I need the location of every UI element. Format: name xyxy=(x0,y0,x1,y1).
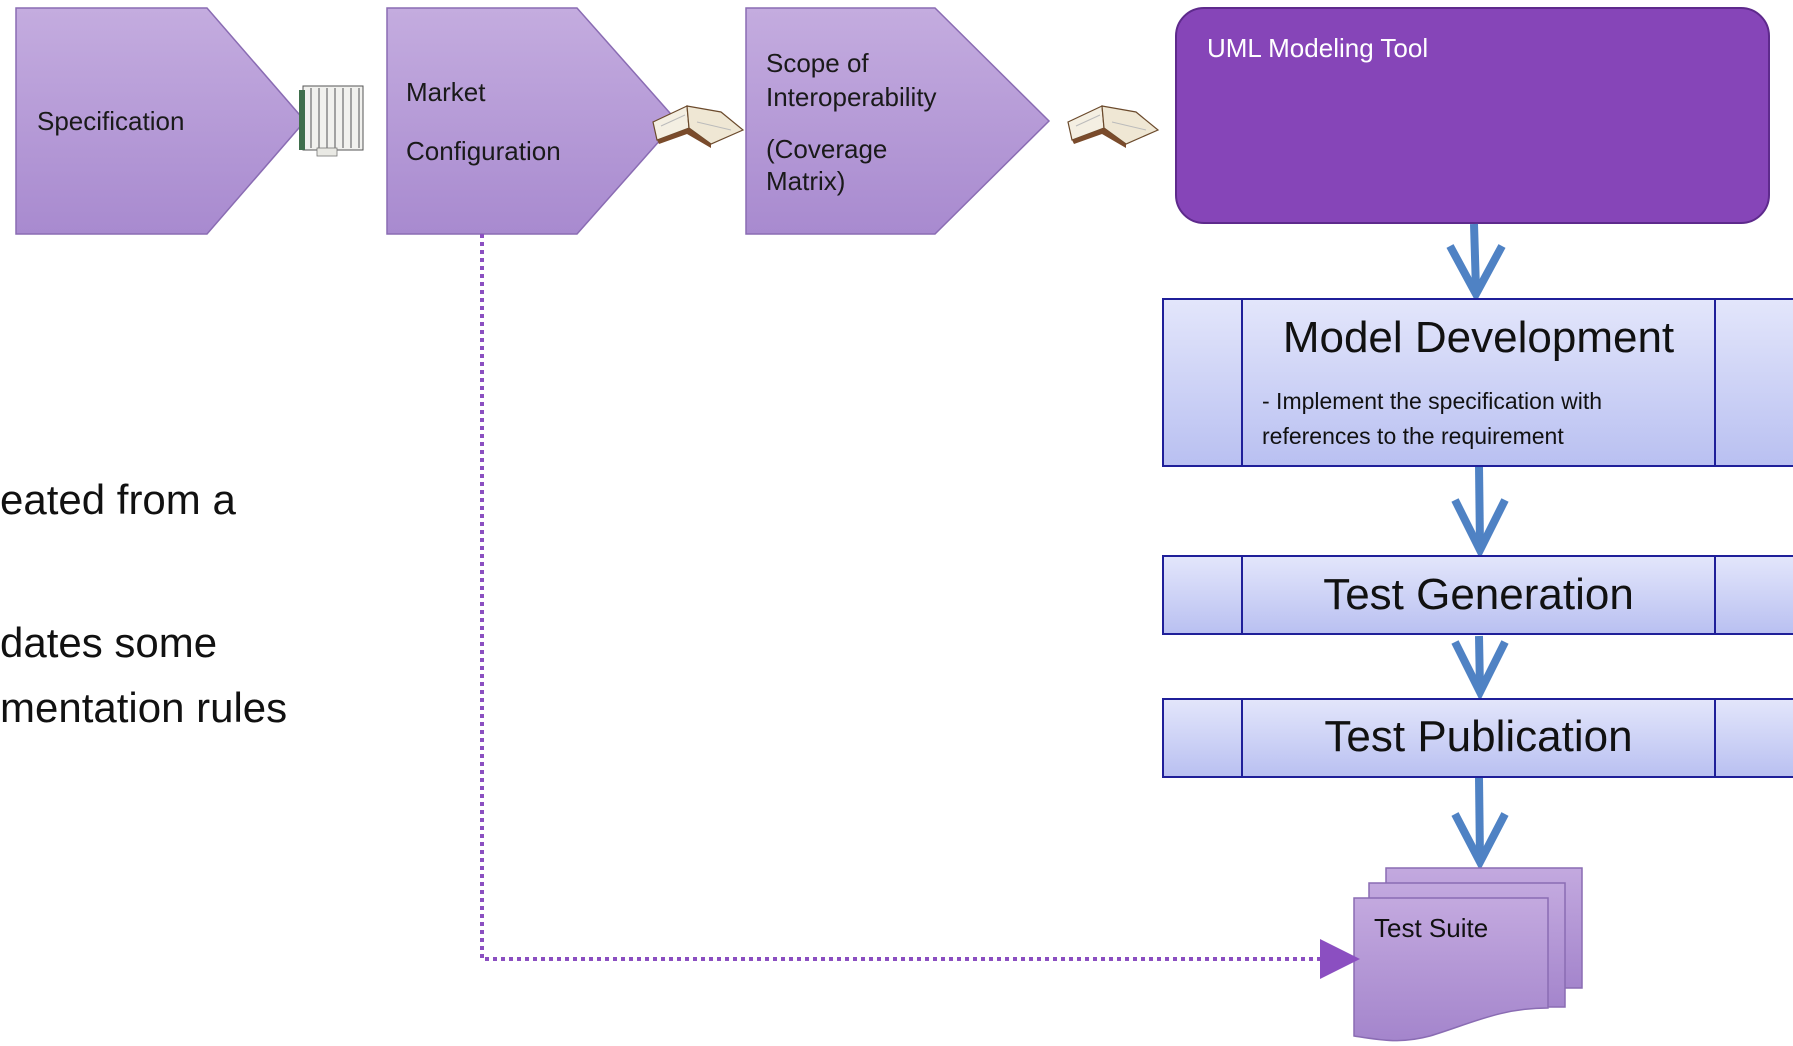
arrow-down-3 xyxy=(1475,635,1484,691)
arrow-head-3 xyxy=(1451,640,1509,701)
model-development-desc-1: - Implement the specification with xyxy=(1262,388,1603,414)
arrow-down-1 xyxy=(1470,223,1480,291)
uml-modeling-tool-box xyxy=(1175,7,1770,224)
market-label-line-2: Configuration xyxy=(406,136,561,166)
uml-tool-title: UML Modeling Tool xyxy=(1207,33,1429,63)
scope-label-line-4: Matrix) xyxy=(766,166,846,196)
model-development-box xyxy=(1162,298,1793,467)
test-generation-title: Test Generation xyxy=(1323,570,1634,619)
arrow-down-4 xyxy=(1475,777,1484,861)
book-stack-icon xyxy=(299,85,364,157)
side-text-line-2: dates some xyxy=(0,619,218,666)
open-book-icon xyxy=(1067,105,1160,148)
scope-chevron xyxy=(745,7,1051,235)
model-development-desc-2: references to the requirement xyxy=(1262,423,1564,449)
side-text-line-3: mentation rules xyxy=(0,684,288,731)
scope-label-line-3: (Coverage xyxy=(766,134,888,164)
market-configuration-chevron xyxy=(386,7,679,235)
side-text-line-1: eated from a xyxy=(0,476,236,523)
specification-label: Specification xyxy=(37,106,185,136)
specification-chevron xyxy=(15,7,306,235)
market-label-line-1: Market xyxy=(406,77,486,107)
test-generation-box xyxy=(1162,555,1793,635)
test-publication-box xyxy=(1162,698,1793,778)
scope-label-line-1: Scope of xyxy=(766,48,869,78)
scope-label-line-2: Interoperability xyxy=(766,82,937,112)
arrow-head-2 xyxy=(1451,498,1509,559)
open-book-icon xyxy=(652,105,745,148)
test-publication-title: Test Publication xyxy=(1324,712,1633,761)
test-suite-label: Test Suite xyxy=(1374,913,1489,943)
arrow-down-2 xyxy=(1475,465,1484,547)
dotted-connector xyxy=(480,234,1360,979)
arrow-head-1 xyxy=(1446,244,1506,303)
test-suite-document xyxy=(1353,867,1583,1042)
model-development-title: Model Development xyxy=(1282,313,1675,362)
arrow-head-4 xyxy=(1451,812,1509,871)
flow-arrows xyxy=(1446,223,1509,871)
